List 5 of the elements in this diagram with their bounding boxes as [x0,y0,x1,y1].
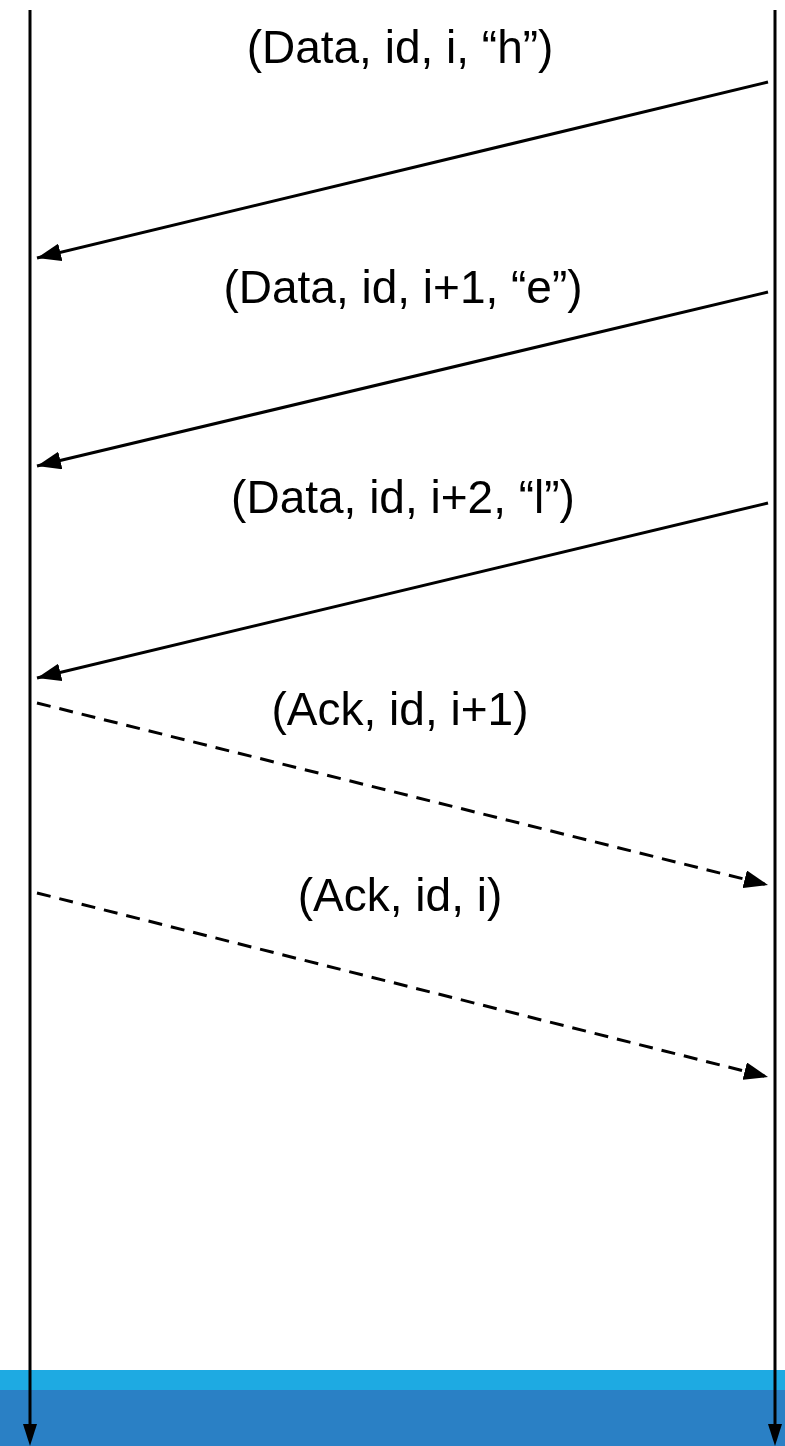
arrow [36,80,769,262]
arrow [36,501,769,682]
arrow [36,701,769,888]
arrow [36,290,769,470]
arrow [36,891,769,1080]
